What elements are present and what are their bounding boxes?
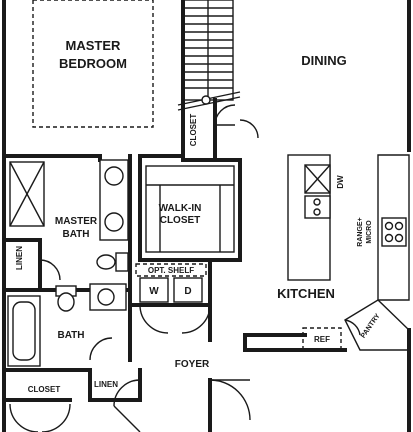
bath-vanity xyxy=(89,283,127,311)
washer-label: W xyxy=(149,286,159,297)
staircase xyxy=(177,0,241,111)
kitchen-island xyxy=(287,154,331,281)
linen-bottom-label: LINEN xyxy=(94,380,118,389)
kitchen-label: KITCHEN xyxy=(277,286,335,301)
entry-door xyxy=(113,405,141,432)
pantry xyxy=(344,299,410,351)
toilet-bath xyxy=(55,285,77,312)
washer xyxy=(139,277,169,303)
kitchen-counter xyxy=(377,154,410,301)
bath-door-swing xyxy=(89,337,113,361)
dryer-label: D xyxy=(184,286,191,297)
master-bedroom-label-1: MASTER xyxy=(66,38,122,53)
walk-in-shelf xyxy=(145,165,235,253)
laundry-door-left xyxy=(139,304,169,334)
shower xyxy=(9,161,45,227)
pantry-label: PANTRY xyxy=(360,312,382,339)
master-bath-label-1: MASTER xyxy=(55,216,98,227)
laundry-door-right xyxy=(181,304,211,334)
opt-shelf xyxy=(135,263,207,277)
door-swing-dining xyxy=(239,119,259,139)
linen-door-swing xyxy=(39,259,61,281)
refrigerator xyxy=(302,327,342,351)
master-bath-label-2: BATH xyxy=(62,229,89,240)
closet-door-left xyxy=(9,403,39,432)
bed-outline xyxy=(32,0,154,128)
closet-bottom-label: CLOSET xyxy=(28,385,61,394)
closet-door-right xyxy=(41,403,71,432)
foyer-label: FOYER xyxy=(175,359,210,370)
master-bedroom-label-2: BEDROOM xyxy=(59,56,127,71)
bathtub xyxy=(7,295,41,367)
range-micro-label-1: RANGE+ xyxy=(357,217,364,246)
opt-shelf-label: OPT. SHELF xyxy=(148,266,194,275)
dryer xyxy=(173,277,203,303)
closet-vertical-label: CLOSET xyxy=(189,114,198,147)
linen-vertical-label: LINEN xyxy=(15,246,24,270)
walk-in-label-1: WALK-IN xyxy=(159,203,202,214)
foyer-door-swing xyxy=(209,379,251,421)
walk-in-label-2: CLOSET xyxy=(160,215,201,226)
toilet-master xyxy=(96,252,129,272)
range-micro-label-2: MICRO xyxy=(366,220,373,244)
bath-label: BATH xyxy=(57,330,84,341)
linen-door-bottom xyxy=(113,379,141,407)
dining-label: DINING xyxy=(301,53,347,68)
ref-label: REF xyxy=(314,335,330,344)
double-vanity xyxy=(99,159,129,241)
closet-door-swing xyxy=(214,104,236,126)
dishwasher-label: DW xyxy=(336,175,345,189)
